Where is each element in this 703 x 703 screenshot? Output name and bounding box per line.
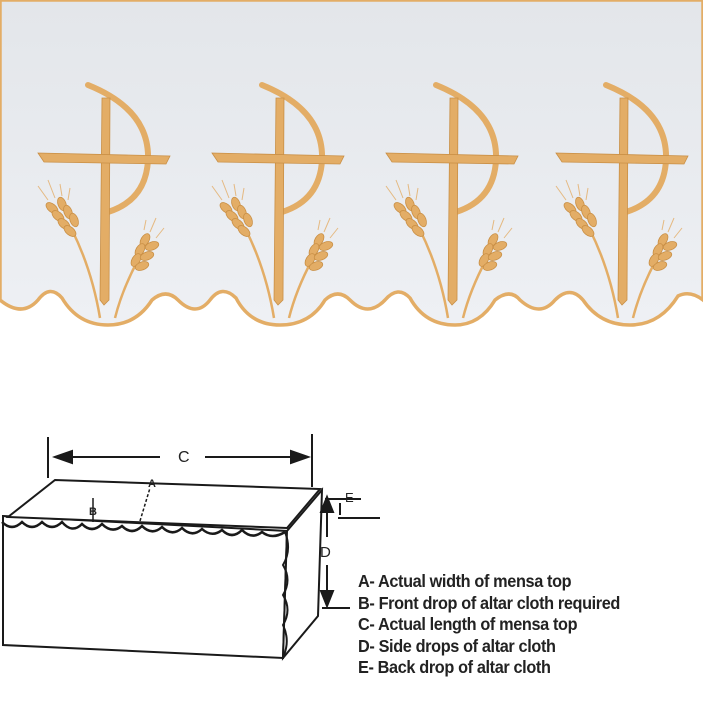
legend-item-c: C- Actual length of mensa top — [358, 614, 578, 634]
altar-side-face — [281, 487, 324, 661]
label-d: D — [320, 544, 331, 561]
side-drop-scallop — [281, 531, 289, 656]
cloth-panel — [0, 0, 703, 327]
legend-item-d: D- Side drops of altar cloth — [358, 635, 556, 656]
label-a: A — [148, 478, 156, 490]
measurement-legend: A- Actual width of mensa top B- Front dr… — [358, 571, 640, 679]
altar-diagram — [1, 434, 380, 661]
label-b: B — [89, 506, 97, 518]
front-drop-scallop — [1, 520, 286, 538]
legend-item-a: A- Actual width of mensa top — [358, 571, 572, 591]
legend-item-e: E- Back drop of altar cloth — [358, 657, 551, 677]
altar-front-face — [1, 514, 289, 660]
legend-item-b: B- Front drop of altar cloth required — [358, 592, 621, 613]
label-e: E — [345, 490, 354, 505]
label-c: C — [178, 449, 190, 466]
altar-top-face — [5, 478, 323, 530]
